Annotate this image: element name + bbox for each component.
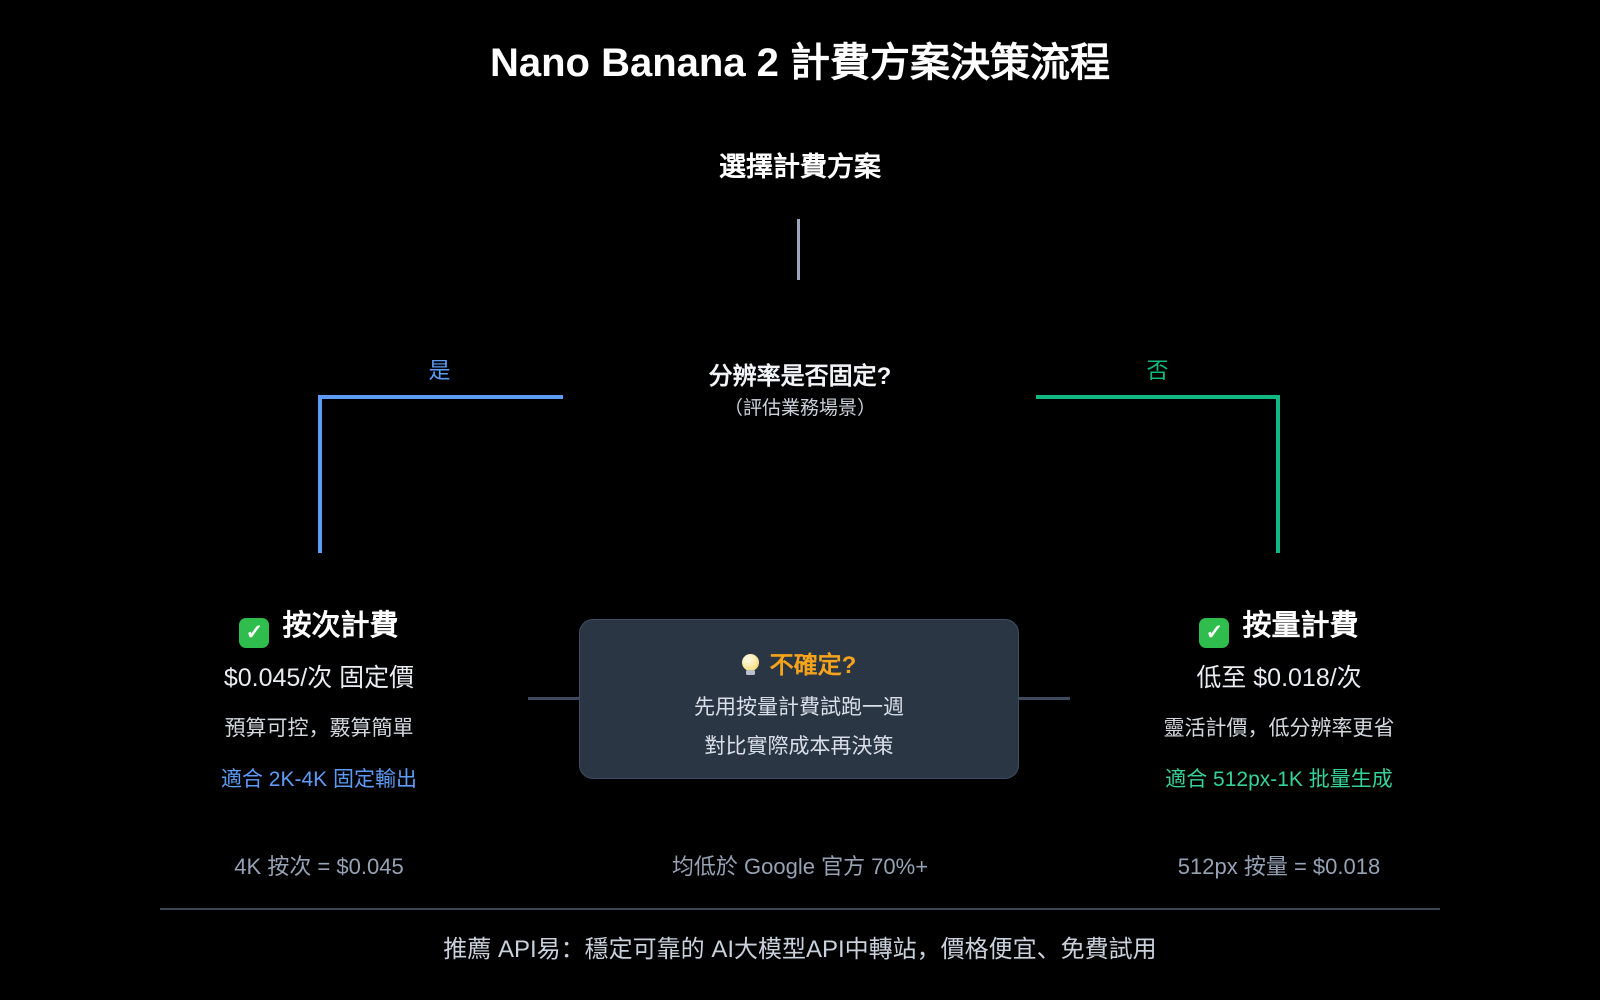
- per-volume-title-row: ✓ 按量計費: [1059, 608, 1499, 648]
- yes-branch-horizontal-line: [318, 395, 563, 399]
- hint-title-row: 不確定?: [580, 650, 1018, 682]
- hint-box: 不確定? 先用按量計費試跑一週 對比實際成本再決策: [579, 619, 1019, 779]
- light-bulb-icon: [741, 654, 759, 675]
- hint-line-1: 先用按量計費試跑一週: [694, 696, 904, 719]
- page-title: Nano Banana 2 計費方案決策流程: [489, 41, 1111, 85]
- per-volume-title: 按量計費: [1242, 610, 1359, 642]
- per-request-price: $0.045/次 固定價: [223, 664, 415, 692]
- hint-box-left-connector: [528, 697, 579, 700]
- hint-line-2: 對比實際成本再決策: [704, 735, 894, 758]
- yes-branch-label: 是: [428, 358, 451, 383]
- no-branch-horizontal-line: [1036, 395, 1280, 399]
- stat-per-request: 4K 按次 = $0.045: [234, 854, 404, 879]
- hint-box-right-connector: [1019, 697, 1070, 700]
- check-icon: ✓: [239, 617, 270, 648]
- check-glyph: ✓: [245, 621, 264, 644]
- per-request-title: 按次計費: [282, 610, 399, 642]
- footer-note: 推薦 API易：穩定可靠的 AI大模型API中轉站，價格便宜、免費試用: [443, 936, 1157, 963]
- per-request-desc: 預算可控，覈算簡單: [224, 717, 414, 740]
- result-node-per-request: ✓ 按次計費 $0.045/次 固定價 預算可控，覈算簡單 適合 2K-4K 固定…: [99, 598, 539, 808]
- per-volume-price: 低至 $0.018/次: [1196, 664, 1362, 692]
- per-request-fit: 適合 2K-4K 固定輸出: [220, 768, 418, 791]
- no-branch-label: 否: [1146, 358, 1169, 383]
- start-to-decision-connector: [797, 219, 800, 280]
- per-volume-desc: 靈活計價，低分辨率更省: [1163, 717, 1395, 740]
- per-volume-fit: 適合 512px-1K 批量生成: [1165, 768, 1393, 791]
- hint-title: 不確定?: [769, 652, 857, 679]
- yes-branch-vertical-line: [318, 395, 322, 553]
- start-node: 選擇計費方案: [719, 152, 881, 182]
- check-glyph: ✓: [1205, 621, 1224, 644]
- no-branch-vertical-line: [1276, 395, 1280, 553]
- footer-divider: [160, 908, 1440, 910]
- decision-note: （評估業務場景）: [723, 398, 876, 419]
- decision-question: 分辨率是否固定?: [708, 363, 892, 390]
- check-icon: ✓: [1199, 617, 1230, 648]
- per-request-title-row: ✓ 按次計費: [99, 608, 539, 648]
- result-node-per-volume: ✓ 按量計費 低至 $0.018/次 靈活計價，低分辨率更省 適合 512px-1…: [1059, 598, 1499, 808]
- stat-per-volume: 512px 按量 = $0.018: [1177, 854, 1381, 879]
- stat-vs-google: 均低於 Google 官方 70%+: [671, 854, 929, 879]
